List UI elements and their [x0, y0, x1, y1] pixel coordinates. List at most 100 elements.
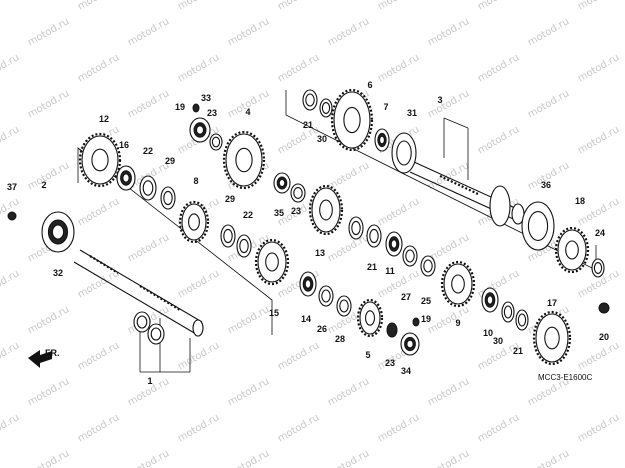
part-number-label: 6 [367, 80, 372, 90]
part-shape [220, 224, 236, 248]
watermark-text: motod.ru [76, 196, 121, 228]
watermark-text: motod.ru [26, 88, 71, 120]
watermark-text: motod.ru [326, 376, 371, 408]
watermark-text: motod.ru [426, 88, 471, 120]
part-number-label: 30 [493, 336, 503, 346]
part-number-label: 30 [317, 134, 327, 144]
part-number-label: 29 [225, 194, 235, 204]
part-number-label: 33 [201, 93, 211, 103]
part-number-label: 9 [455, 318, 460, 328]
watermark-text: motod.ru [326, 448, 371, 468]
part-shape [591, 258, 605, 278]
watermark-text: motod.ru [576, 412, 621, 444]
watermark-text: motod.ru [226, 376, 271, 408]
watermark-text: motod.ru [376, 52, 421, 84]
watermark-text: motod.ru [376, 196, 421, 228]
watermark-text: motod.ru [76, 340, 121, 372]
part-number-label: 36 [541, 180, 551, 190]
part-shape [336, 295, 352, 317]
watermark-text: motod.ru [0, 52, 21, 84]
part-number-label: 21 [513, 346, 523, 356]
watermark-text: motod.ru [576, 0, 621, 13]
watermark-text: motod.ru [426, 304, 471, 336]
part-shape [139, 175, 157, 201]
part-number-label: 37 [7, 182, 17, 192]
part-shape [330, 88, 374, 152]
part-number-label: 22 [143, 146, 153, 156]
part-number-label: 35 [274, 208, 284, 218]
part-shape [554, 226, 590, 274]
part-number-label: 2 [41, 180, 46, 190]
watermark-text: motod.ru [0, 412, 21, 444]
part-shape [7, 211, 17, 221]
part-number-label: 3 [437, 95, 442, 105]
watermark-text: motod.ru [576, 124, 621, 156]
watermark-text: motod.ru [226, 304, 271, 336]
part-shape [308, 184, 344, 236]
watermark-text: motod.ru [276, 412, 321, 444]
part-number-label: 21 [303, 120, 313, 130]
part-shape [501, 301, 515, 323]
part-shape [178, 200, 210, 244]
part-shape [366, 224, 382, 248]
watermark-text: motod.ru [26, 448, 71, 468]
part-shape [222, 130, 266, 190]
part-number-label: 15 [269, 308, 279, 318]
part-number-label: 21 [367, 262, 377, 272]
watermark-text: motod.ru [126, 232, 171, 264]
part-number-label: 8 [193, 176, 198, 186]
front-label: FR. [45, 348, 60, 358]
part-number-label: 26 [317, 324, 327, 334]
part-number-label: 24 [595, 228, 605, 238]
watermark-text: motod.ru [176, 412, 221, 444]
part-shape [440, 260, 476, 308]
part-shape [386, 322, 398, 338]
watermark-text: motod.ru [326, 16, 371, 48]
watermark-text: motod.ru [276, 0, 321, 13]
part-number-label: 10 [483, 328, 493, 338]
watermark-text: motod.ru [126, 448, 171, 468]
watermark-text: motod.ru [426, 448, 471, 468]
watermark-text: motod.ru [576, 340, 621, 372]
watermark-text: motod.ru [326, 232, 371, 264]
watermark-text: motod.ru [526, 16, 571, 48]
part-number-label: 4 [245, 107, 250, 117]
watermark-text: motod.ru [26, 376, 71, 408]
part-shape [481, 287, 499, 313]
watermark-text: motod.ru [376, 412, 421, 444]
watermark-text: motod.ru [26, 304, 71, 336]
watermark-text: motod.ru [126, 88, 171, 120]
part-number-label: 14 [301, 314, 311, 324]
part-shape [78, 132, 122, 188]
watermark-text: motod.ru [376, 0, 421, 13]
watermark-text: motod.ru [476, 412, 521, 444]
diagram-code: MCC3-E1600C [538, 373, 592, 382]
part-number-label: 27 [401, 292, 411, 302]
part-shape [412, 317, 420, 327]
part-shape [147, 323, 165, 345]
watermark-text: motod.ru [176, 340, 221, 372]
part-shape [385, 231, 403, 257]
watermark-text: motod.ru [426, 376, 471, 408]
watermark-text: motod.ru [176, 268, 221, 300]
labels-layer: 1234567891011121314151617181919202121212… [7, 80, 609, 386]
part-shape [290, 183, 306, 203]
part-number-label: 29 [165, 156, 175, 166]
watermark-text: motod.ru [76, 412, 121, 444]
part-shape [391, 132, 417, 174]
parts-layer [7, 88, 610, 366]
watermark-text: motod.ru [0, 124, 21, 156]
part-number-label: 7 [383, 102, 388, 112]
part-shape [521, 201, 555, 251]
part-shape [402, 245, 418, 267]
watermark-text: motod.ru [226, 16, 271, 48]
part-number-label: 17 [547, 298, 557, 308]
watermark-text: motod.ru [0, 340, 21, 372]
watermark-text: motod.ru [526, 88, 571, 120]
watermark-text: motod.ru [76, 52, 121, 84]
part-number-label: 20 [599, 332, 609, 342]
part-number-label: 19 [421, 314, 431, 324]
watermark-text: motod.ru [426, 16, 471, 48]
